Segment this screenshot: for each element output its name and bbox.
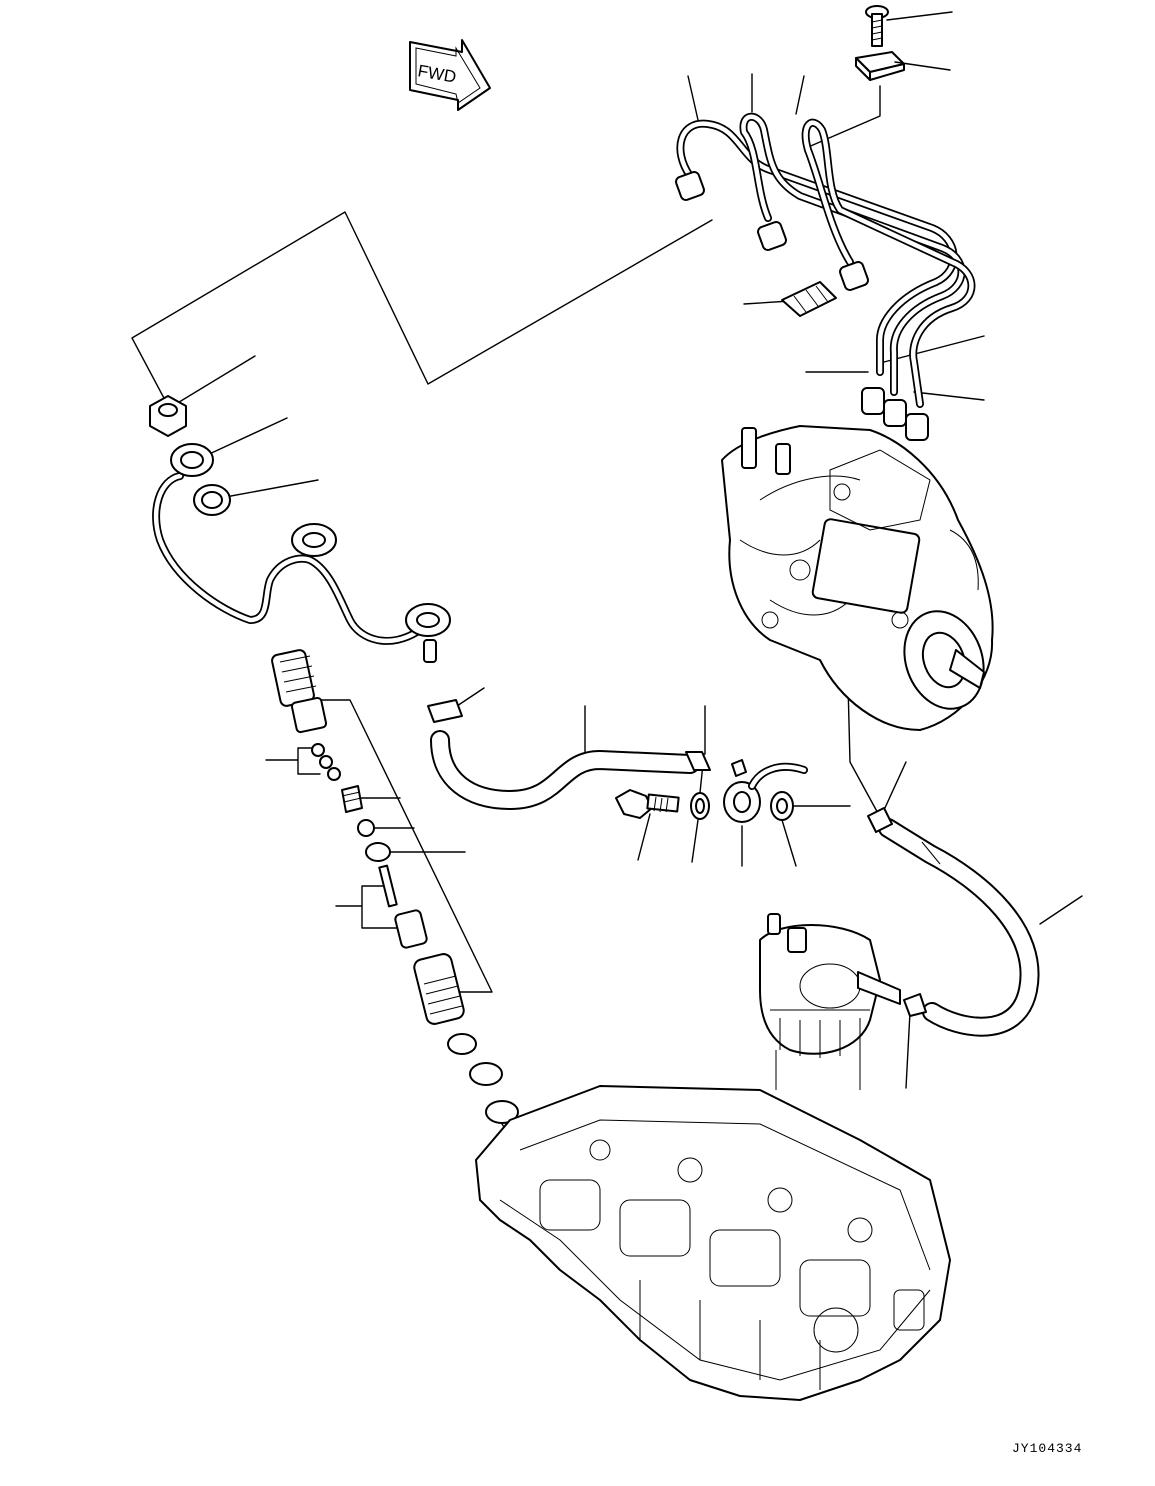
clamp-bolt: [865, 5, 889, 47]
banjo-bolt: [615, 789, 680, 819]
return-hose: [427, 699, 711, 810]
seat-washer-1: [170, 443, 214, 477]
seat-washer-2: [193, 484, 231, 516]
clamp-plate: [855, 51, 905, 81]
drawing-code: JY104334: [1012, 1441, 1082, 1456]
leader-lines: [131, 11, 1083, 1089]
forward-direction-badge: FWD: [409, 39, 491, 111]
fuel-filter: [759, 913, 901, 1090]
fuel-injection-pump: [721, 425, 994, 731]
pipe-clamp: [781, 281, 837, 317]
banjo-washer-1: [690, 792, 710, 820]
cylinder-head: [475, 1085, 951, 1401]
fuel-hose: [867, 807, 1040, 1037]
banjo-fitting: [723, 759, 808, 823]
injection-nozzle-assembly: [271, 649, 521, 1151]
leak-off-pipe: [152, 472, 451, 663]
injector-nut: [149, 395, 187, 437]
injection-pipe-bundle: [675, 112, 976, 441]
banjo-washer-2: [770, 791, 794, 821]
